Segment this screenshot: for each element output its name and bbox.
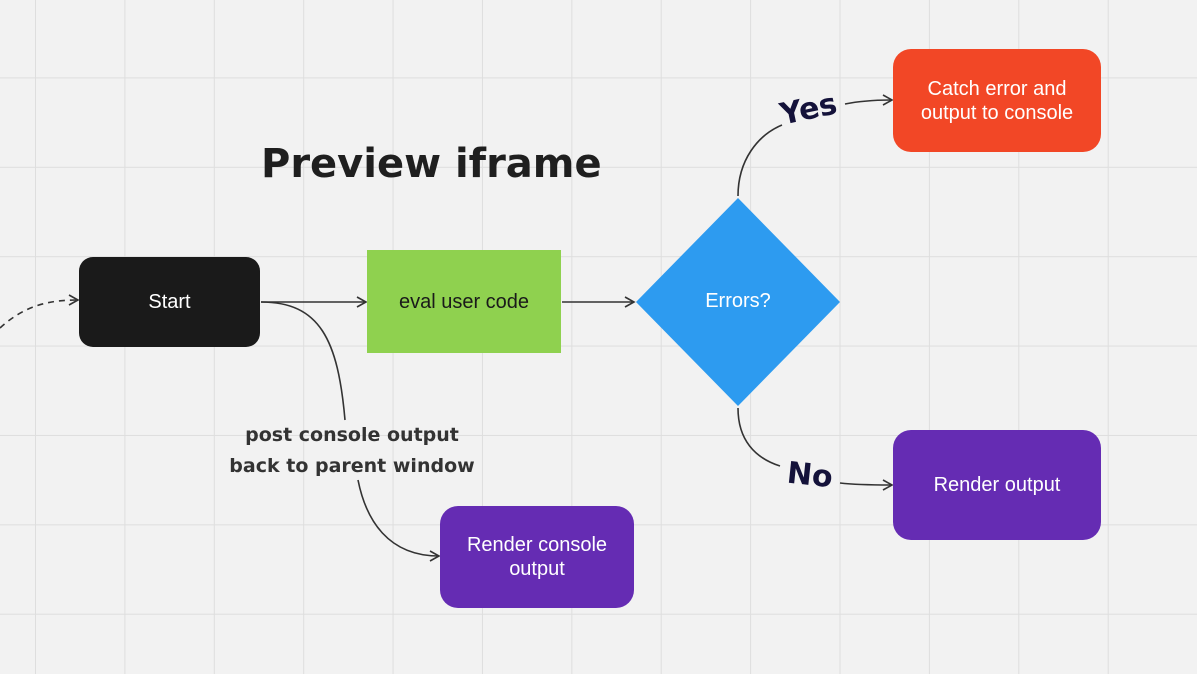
connector-errors-yes-end <box>844 94 894 106</box>
connector-start-to-render-console-end <box>357 479 441 562</box>
start-node-label: Start <box>148 291 191 313</box>
diagram-title: Preview iframe <box>261 141 602 187</box>
catch-error-node[interactable]: Catch error and output to console <box>893 49 1101 152</box>
connector-errors-yes <box>737 124 783 197</box>
no-branch-label: No <box>785 455 835 496</box>
eval-node-label: eval user code <box>398 290 530 313</box>
connector-errors-no <box>737 407 781 467</box>
start-node[interactable]: Start <box>79 257 260 347</box>
post-label-line-1: post console output <box>245 424 459 446</box>
eval-user-code-node[interactable]: eval user code <box>367 250 561 353</box>
post-console-output-label: post console output back to parent windo… <box>212 420 492 482</box>
errors-decision-label: Errors? <box>705 290 771 312</box>
connector-start-to-render-console <box>260 301 346 421</box>
render-output-label: Render output <box>933 474 1061 496</box>
render-console-label: Render console output <box>466 534 608 580</box>
render-console-output-node[interactable]: Render console output <box>440 506 634 608</box>
catch-node-label: Catch error and output to console <box>920 77 1074 124</box>
errors-decision-diamond[interactable] <box>636 198 840 406</box>
post-label-line-2: back to parent window <box>229 455 475 477</box>
connector-errors-no-end <box>839 479 894 491</box>
render-output-node[interactable]: Render output <box>893 430 1101 540</box>
incoming-dashed-connector <box>0 294 80 329</box>
